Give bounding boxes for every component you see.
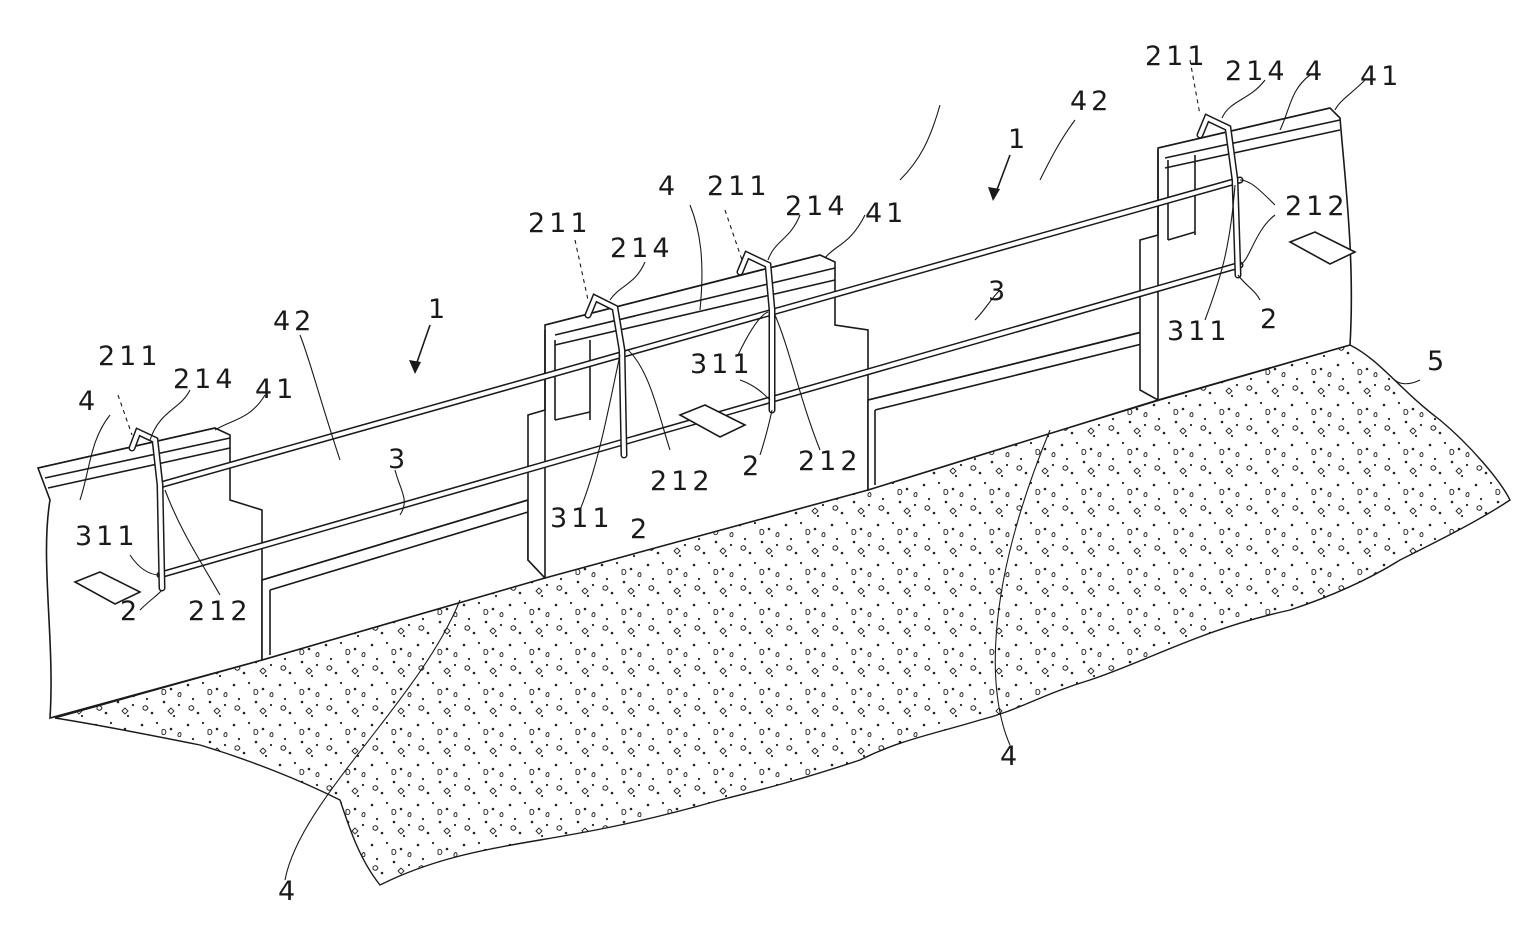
label-rod-left: 3 [388, 444, 409, 475]
label-rail-right: 41 [1360, 61, 1402, 92]
label-hook-top-3: 214 [785, 191, 849, 222]
rail-left [37, 427, 231, 489]
label-clamp-1: 212 [188, 596, 252, 627]
label-pin-2: 2 [630, 514, 651, 545]
label-hook-top-2: 214 [610, 233, 674, 264]
form-ledge-right [867, 329, 1151, 485]
label-panel-bottom-left: 4 [278, 876, 299, 907]
label-collar-4: 311 [1167, 316, 1231, 347]
label-clamp-3: 212 [798, 446, 862, 477]
label-rail-mid: 41 [865, 198, 907, 229]
unit-arrows [409, 154, 1011, 374]
label-rail-left: 41 [255, 374, 297, 405]
reference-labels: 1 1 4 4 4 4 4 41 41 41 42 42 3 3 211 211… [75, 41, 1448, 907]
panel-right [1139, 107, 1353, 401]
label-hook-top-4: 214 [1225, 56, 1289, 87]
hook-pins [128, 113, 1242, 592]
label-hook-top-1: 214 [173, 364, 237, 395]
rail-right [1157, 107, 1341, 169]
label-hook-hidden-1: 211 [98, 341, 162, 372]
label-panel-bottom-right: 4 [1000, 741, 1021, 772]
label-clamp-4: 212 [1285, 191, 1349, 222]
ground-concrete [54, 344, 1511, 886]
label-rod-right: 3 [988, 276, 1009, 307]
label-face-right: 42 [1070, 86, 1112, 117]
label-pin-1: 2 [120, 596, 141, 627]
label-unit-left: 1 [428, 294, 449, 325]
label-collar-1: 311 [75, 521, 139, 552]
tie-rods [156, 176, 1244, 579]
label-pin-4: 2 [1260, 304, 1281, 335]
label-hook-hidden-2: 211 [528, 208, 592, 239]
label-ground: 5 [1427, 346, 1448, 377]
leader-lines [79, 59, 1421, 881]
label-panel-left: 4 [78, 386, 99, 417]
label-pin-3: 2 [742, 451, 763, 482]
label-hook-hidden-3: 211 [707, 171, 771, 202]
label-hook-hidden-4: 211 [1145, 41, 1209, 72]
label-panel-right-top: 4 [1305, 56, 1326, 87]
label-unit-right: 1 [1008, 124, 1029, 155]
label-panel-center-top: 4 [658, 171, 679, 202]
label-clamp-2: 212 [650, 466, 714, 497]
label-collar-3: 311 [690, 349, 754, 380]
label-face-left: 42 [273, 306, 315, 337]
column-center [544, 330, 591, 578]
label-collar-2: 311 [550, 503, 614, 534]
spacer-plates [73, 231, 1357, 605]
form-ledge-left [261, 499, 529, 655]
